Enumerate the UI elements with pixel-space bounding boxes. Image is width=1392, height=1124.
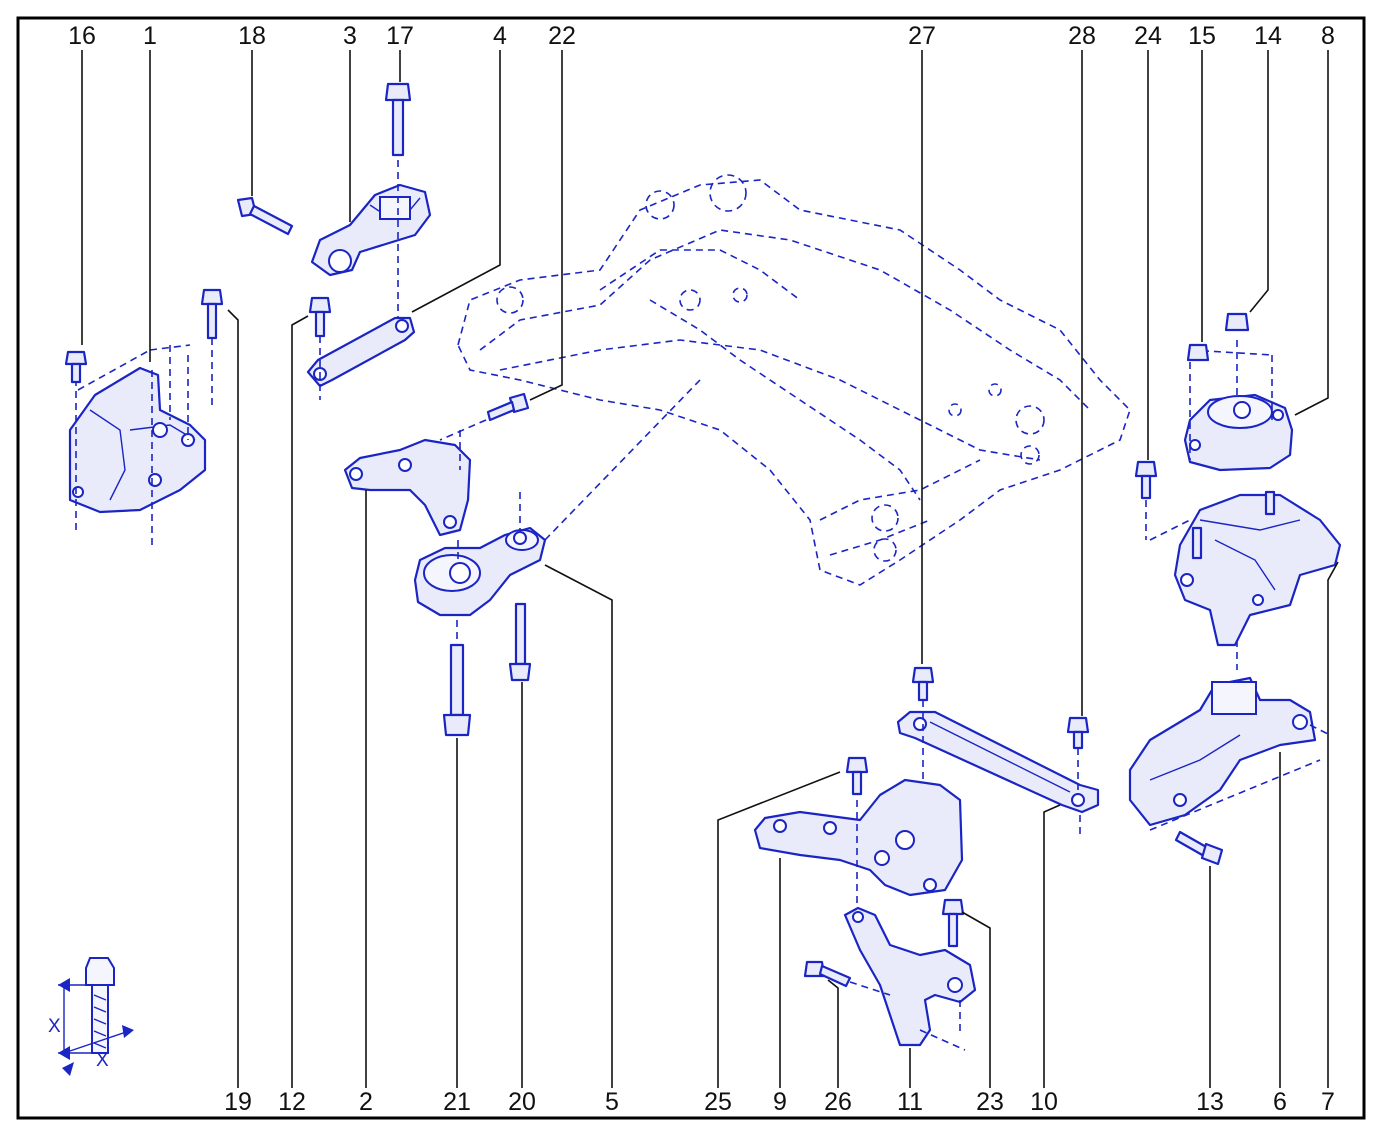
part-9-lower-bracket bbox=[753, 778, 964, 897]
diagram-frame bbox=[16, 16, 1366, 1120]
part-1-left-engine-mount bbox=[68, 344, 207, 545]
callout-26: 26 bbox=[824, 1088, 852, 1116]
callout-1: 1 bbox=[143, 22, 157, 50]
callout-12: 12 bbox=[278, 1088, 306, 1116]
callout-19: 19 bbox=[224, 1088, 252, 1116]
bolt-18 bbox=[236, 196, 294, 236]
callout-11: 11 bbox=[897, 1088, 923, 1116]
part-3-upper-torque-rod bbox=[310, 183, 432, 277]
part-2-bracket bbox=[343, 430, 472, 537]
part-11-lower-link bbox=[843, 906, 977, 1051]
bolt-17 bbox=[384, 82, 412, 330]
callout-2: 2 bbox=[359, 1088, 373, 1116]
bolt-25 bbox=[845, 756, 869, 910]
callout-9: 9 bbox=[773, 1088, 787, 1116]
bolt-12 bbox=[308, 296, 332, 400]
part-5-lower-mount bbox=[413, 379, 701, 617]
dimension-x-vertical: X bbox=[48, 1016, 61, 1037]
callout-25: 25 bbox=[704, 1088, 732, 1116]
bolt-22 bbox=[439, 392, 530, 441]
leader-lines bbox=[81, 50, 1339, 1088]
callouts-bottom: 19 12 2 21 20 5 25 9 26 11 23 10 13 6 7 bbox=[224, 1088, 1335, 1116]
subframe bbox=[457, 174, 1131, 586]
part-7-right-bracket bbox=[1149, 490, 1342, 670]
callout-14: 14 bbox=[1254, 22, 1282, 50]
bolt-length-symbol: X X bbox=[48, 957, 134, 1076]
callout-23: 23 bbox=[976, 1088, 1004, 1116]
bolt-16 bbox=[64, 350, 88, 384]
bolt-19 bbox=[200, 288, 224, 410]
callout-13: 13 bbox=[1196, 1088, 1224, 1116]
callout-3: 3 bbox=[343, 22, 357, 50]
bolt-21 bbox=[442, 620, 472, 737]
callout-5: 5 bbox=[605, 1088, 619, 1116]
callout-27: 27 bbox=[908, 22, 936, 50]
callout-21: 21 bbox=[443, 1088, 471, 1116]
bolt-13 bbox=[1174, 830, 1224, 866]
callout-28: 28 bbox=[1068, 22, 1096, 50]
nut-15 bbox=[1186, 343, 1210, 362]
callout-8: 8 bbox=[1321, 22, 1335, 50]
callout-22: 22 bbox=[548, 22, 576, 50]
callout-16: 16 bbox=[68, 22, 96, 50]
callout-6: 6 bbox=[1273, 1088, 1287, 1116]
callout-18: 18 bbox=[238, 22, 266, 50]
bolt-24 bbox=[1134, 460, 1158, 540]
callout-4: 4 bbox=[493, 22, 507, 50]
callout-15: 15 bbox=[1188, 22, 1216, 50]
dimension-x-horizontal: X bbox=[96, 1050, 109, 1071]
part-6-lower-right-mount bbox=[1128, 676, 1331, 831]
part-10-crossbar bbox=[896, 710, 1100, 835]
callout-20: 20 bbox=[508, 1088, 536, 1116]
bolt-20 bbox=[508, 602, 532, 682]
bolt-26 bbox=[803, 960, 891, 996]
callout-7: 7 bbox=[1321, 1088, 1335, 1116]
callouts-top: 16 1 18 3 17 4 22 27 28 24 15 14 8 bbox=[68, 22, 1335, 50]
callout-17: 17 bbox=[386, 22, 414, 50]
nut-14 bbox=[1224, 312, 1250, 395]
bolt-23 bbox=[941, 898, 965, 948]
part-8-right-mount-pad bbox=[1183, 349, 1294, 472]
callout-10: 10 bbox=[1030, 1088, 1058, 1116]
callout-24: 24 bbox=[1134, 22, 1162, 50]
bolt-28 bbox=[1066, 716, 1090, 790]
